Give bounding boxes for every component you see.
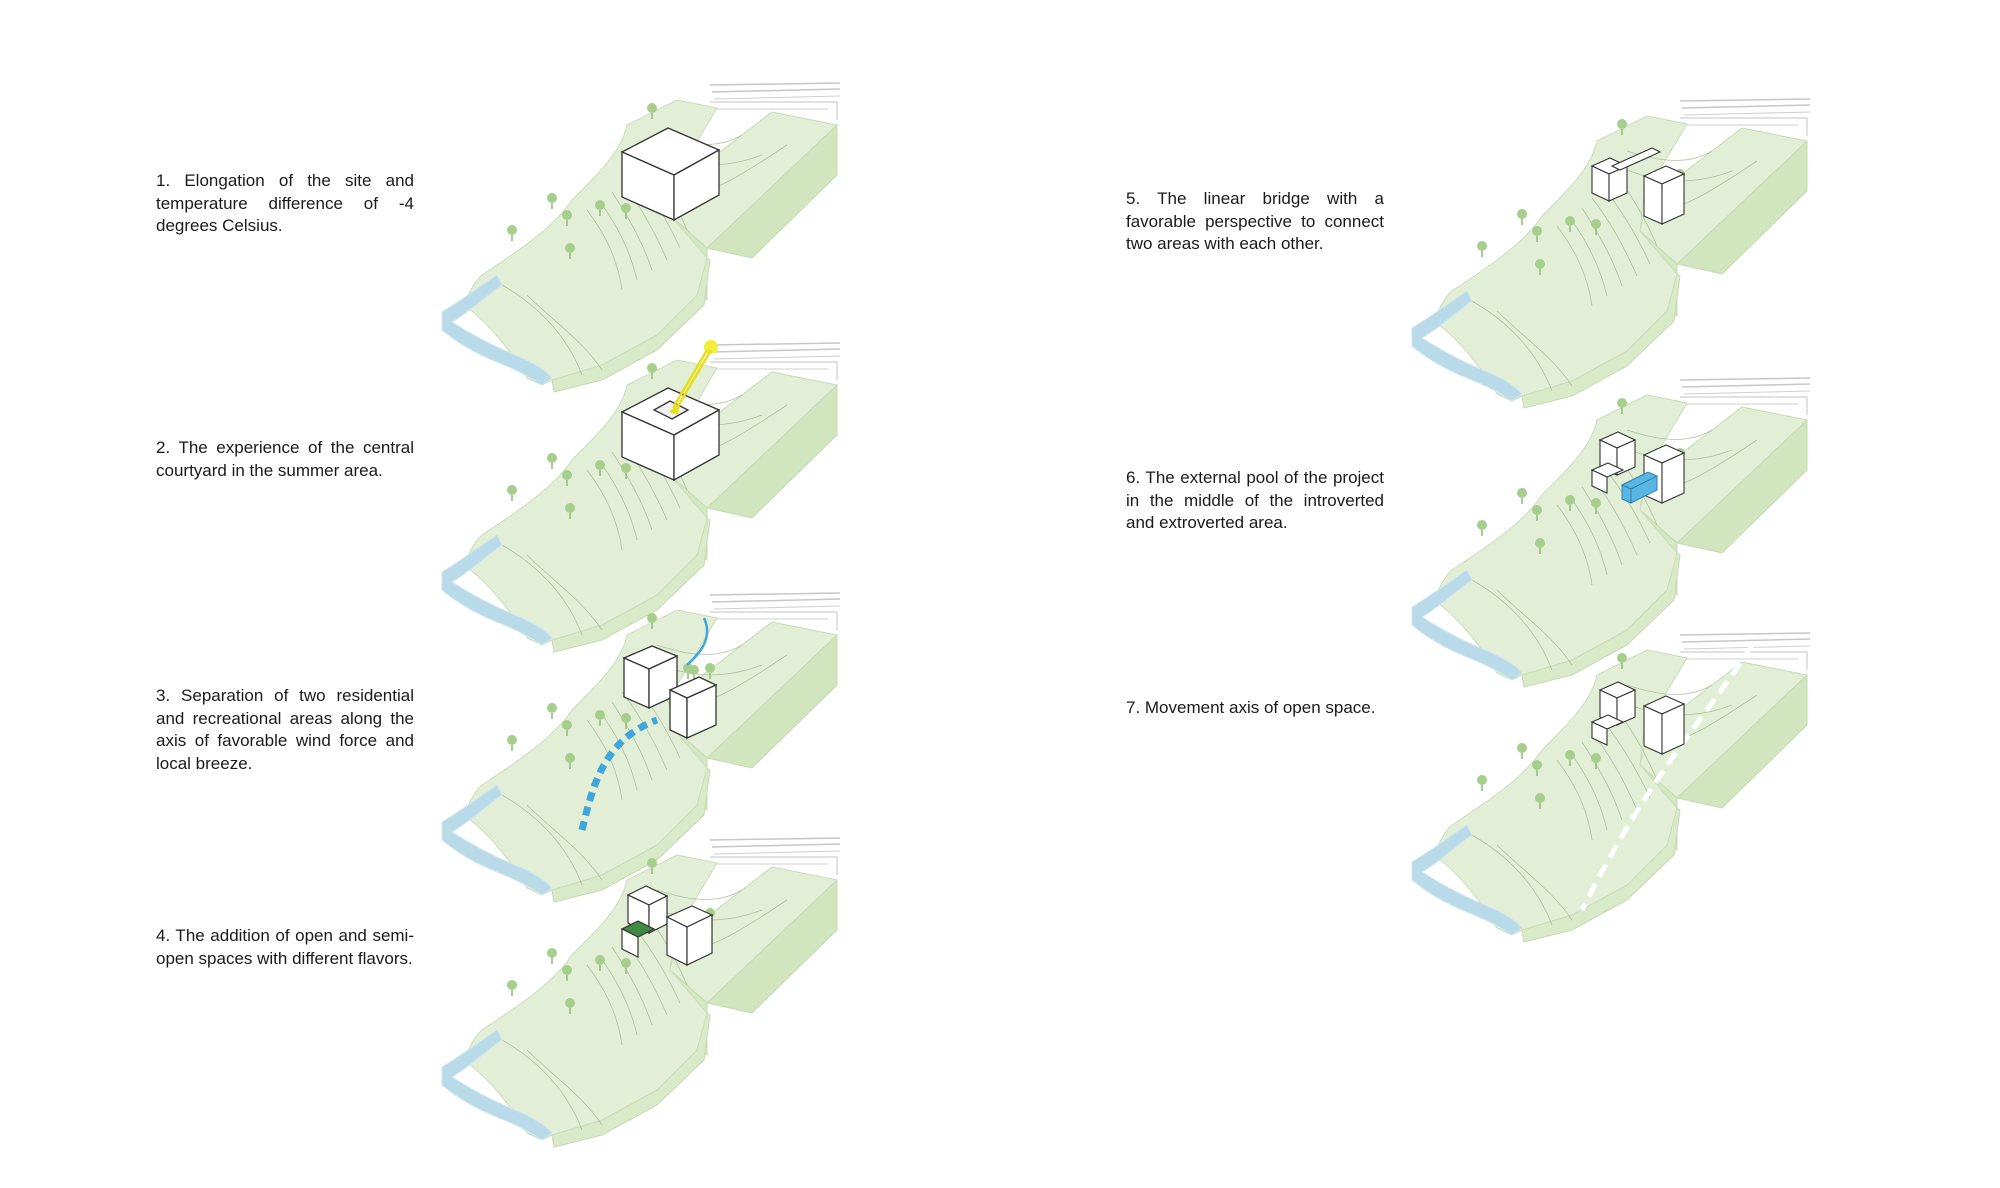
site-diagram-2 [441,340,862,653]
step-7-caption: 7. Movement axis of open space. [1126,698,1376,717]
step-3-caption: 3. Separation of two residential and rec… [156,686,414,773]
step-1-caption: 1. Elongation of the site and temperatur… [156,171,414,235]
step-5-caption: 5. The linear bridge with a favorable pe… [1126,189,1384,253]
site-diagram-4 [441,835,862,1148]
site-diagram-7 [1411,630,1832,943]
axis-buildings [1590,681,1686,755]
site-diagram-6 [1411,375,1832,688]
step-2-caption: 2. The experience of the central courtya… [156,438,414,480]
bridge-buildings [1590,147,1686,225]
step-6-caption: 6. The external pool of the project in t… [1126,468,1384,532]
building-mass [620,127,721,222]
site-diagram-5 [1411,96,1832,409]
step-4-caption: 4. The addition of open and semi-open sp… [156,926,414,968]
open-space-buildings [620,885,714,966]
breeze-path [686,617,709,666]
site-diagram-3 [441,590,862,903]
split-buildings [622,645,718,740]
site-diagram-1 [441,80,862,393]
movement-axis [1579,643,1755,912]
wind-arrow-icon [578,716,659,831]
pool-buildings [1590,431,1686,504]
external-pool [1620,471,1659,504]
sun-icon [669,340,718,415]
